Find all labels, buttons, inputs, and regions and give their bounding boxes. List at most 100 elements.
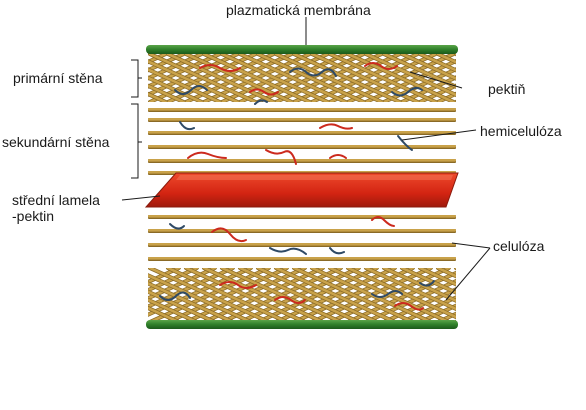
pectin-strand: [394, 302, 424, 311]
lower-mesh-fiber: [202, 268, 325, 324]
lower-mesh-fiber: [474, 268, 586, 322]
upper-mesh-fiber: [528, 54, 586, 102]
upper-mesh-fiber: [400, 52, 456, 80]
pectin-strand: [219, 281, 257, 289]
plasma-membrane-label: plazmatická membrána: [226, 2, 371, 18]
upper-mesh-fiber: [148, 52, 257, 102]
lower-mesh-fiber-shadow: [510, 268, 586, 322]
lower-mesh-fiber: [474, 268, 586, 322]
lower-mesh-fiber: [454, 320, 456, 324]
lower-mesh-fiber-shadow: [528, 268, 586, 322]
lower-mesh-fiber: [492, 268, 586, 322]
pectin-strand: [199, 64, 241, 72]
upper-mesh-fiber-shadow: [528, 54, 586, 102]
primary-wall-cellulose-mesh-lower: [148, 268, 586, 324]
lower-mesh-fiber: [528, 268, 586, 322]
cellulose-fiber: [148, 159, 456, 162]
pectin-strand: [371, 216, 395, 227]
pectin-strand: [187, 151, 227, 159]
middle-lamella-label-line1: střední lamela: [12, 192, 100, 208]
cellulose-fiber: [148, 131, 456, 134]
lower-mesh-fiber: [400, 268, 456, 294]
lower-mesh-fiber-shadow: [492, 268, 586, 322]
upper-mesh-fiber: [528, 54, 586, 102]
lower-mesh-fiber-shadow: [546, 268, 586, 322]
hemicellulose-strand: [174, 85, 208, 95]
upper-mesh-fiber: [238, 52, 347, 102]
plasma-membrane-top: [146, 45, 458, 54]
upper-mesh-fiber: [418, 52, 456, 72]
lower-mesh-fiber: [546, 268, 586, 322]
upper-mesh-fiber-shadow: [528, 54, 586, 102]
upper-mesh-fiber: [148, 84, 185, 102]
upper-mesh-fiber: [220, 52, 329, 102]
middle-lamella-plate: [144, 172, 459, 208]
lower-mesh-fiber: [184, 268, 307, 324]
lower-mesh-fiber: [166, 268, 289, 324]
upper-mesh-fiber: [166, 52, 275, 102]
hemicellulose-strand: [169, 223, 185, 230]
lower-mesh-fiber-shadow: [510, 268, 586, 322]
pectin-strand: [274, 296, 306, 304]
lower-mesh-fiber: [310, 268, 433, 324]
pectin-strand: [211, 227, 247, 243]
cellulose-label: celulóza: [493, 238, 545, 254]
pectin-and-hemicellulose-strands: [159, 62, 435, 311]
hemicellulose-strand: [391, 86, 423, 97]
pectin-strand: [249, 88, 279, 96]
lower-mesh-fiber-shadow: [454, 319, 456, 324]
plasma-membrane-bottom: [146, 320, 458, 329]
hemicellulose-strand: [179, 121, 195, 131]
lower-mesh-fiber: [418, 304, 456, 324]
hemicellulose-label: hemicelulóza: [480, 123, 562, 139]
lower-mesh-fiber: [148, 273, 253, 324]
upper-mesh-fiber: [346, 52, 455, 102]
upper-mesh-fiber: [148, 68, 221, 102]
lower-mesh-fiber: [510, 268, 586, 322]
upper-mesh-fiber: [256, 52, 365, 102]
pectin-strand: [265, 149, 297, 165]
lower-mesh-fiber: [256, 268, 379, 324]
upper-mesh-fiber-shadow: [546, 54, 586, 102]
cellulose-fiber: [148, 118, 456, 121]
cellulose-fiber: [148, 215, 456, 218]
lower-mesh-fiber: [274, 268, 397, 324]
upper-mesh-fiber: [202, 52, 311, 102]
lower-mesh-fiber-shadow: [474, 268, 586, 322]
lower-mesh-fiber: [328, 268, 451, 324]
lower-mesh-fiber: [148, 268, 199, 292]
lower-mesh-fiber: [148, 298, 199, 324]
upper-mesh-fiber: [148, 92, 167, 102]
lower-mesh-fiber: [546, 268, 586, 322]
lower-mesh-fiber: [148, 290, 217, 324]
lower-mesh-fiber-shadow: [546, 268, 586, 322]
middle-lamella-highlight: [176, 175, 453, 180]
upper-mesh-fiber: [364, 52, 456, 97]
pectin-strand: [364, 62, 398, 70]
cellulose-fiber: [148, 257, 456, 260]
cellulose-fiber: [148, 243, 456, 246]
upper-mesh-fiber: [310, 52, 419, 102]
lower-mesh-fiber-shadow: [474, 268, 586, 322]
lower-mesh-fiber: [292, 268, 415, 324]
lower-mesh-fiber: [382, 268, 456, 303]
middle-lamella-label-line2: -pektin: [12, 208, 55, 224]
upper-mesh-fiber: [148, 59, 239, 102]
lower-mesh-fiber: [220, 268, 343, 324]
upper-mesh-fiber: [436, 52, 456, 64]
lower-mesh-fiber: [510, 268, 586, 322]
secondary-wall-label: sekundární stěna: [2, 134, 110, 150]
lower-mesh-fiber-shadow: [492, 268, 586, 322]
lower-mesh-fiber: [492, 268, 586, 322]
lower-mesh-fiber: [148, 268, 271, 324]
upper-mesh-fiber: [292, 52, 401, 102]
pectin-strand: [319, 123, 353, 130]
lower-mesh-fiber: [148, 282, 235, 324]
lower-mesh-fiber: [238, 268, 361, 324]
cellulose-fiber: [148, 229, 456, 232]
upper-mesh-fiber: [328, 52, 437, 102]
lower-mesh-fiber: [454, 268, 456, 270]
lower-mesh-fiber: [400, 296, 456, 324]
lower-mesh-fiber-shadow: [454, 268, 456, 271]
lower-mesh-fiber: [148, 268, 181, 284]
